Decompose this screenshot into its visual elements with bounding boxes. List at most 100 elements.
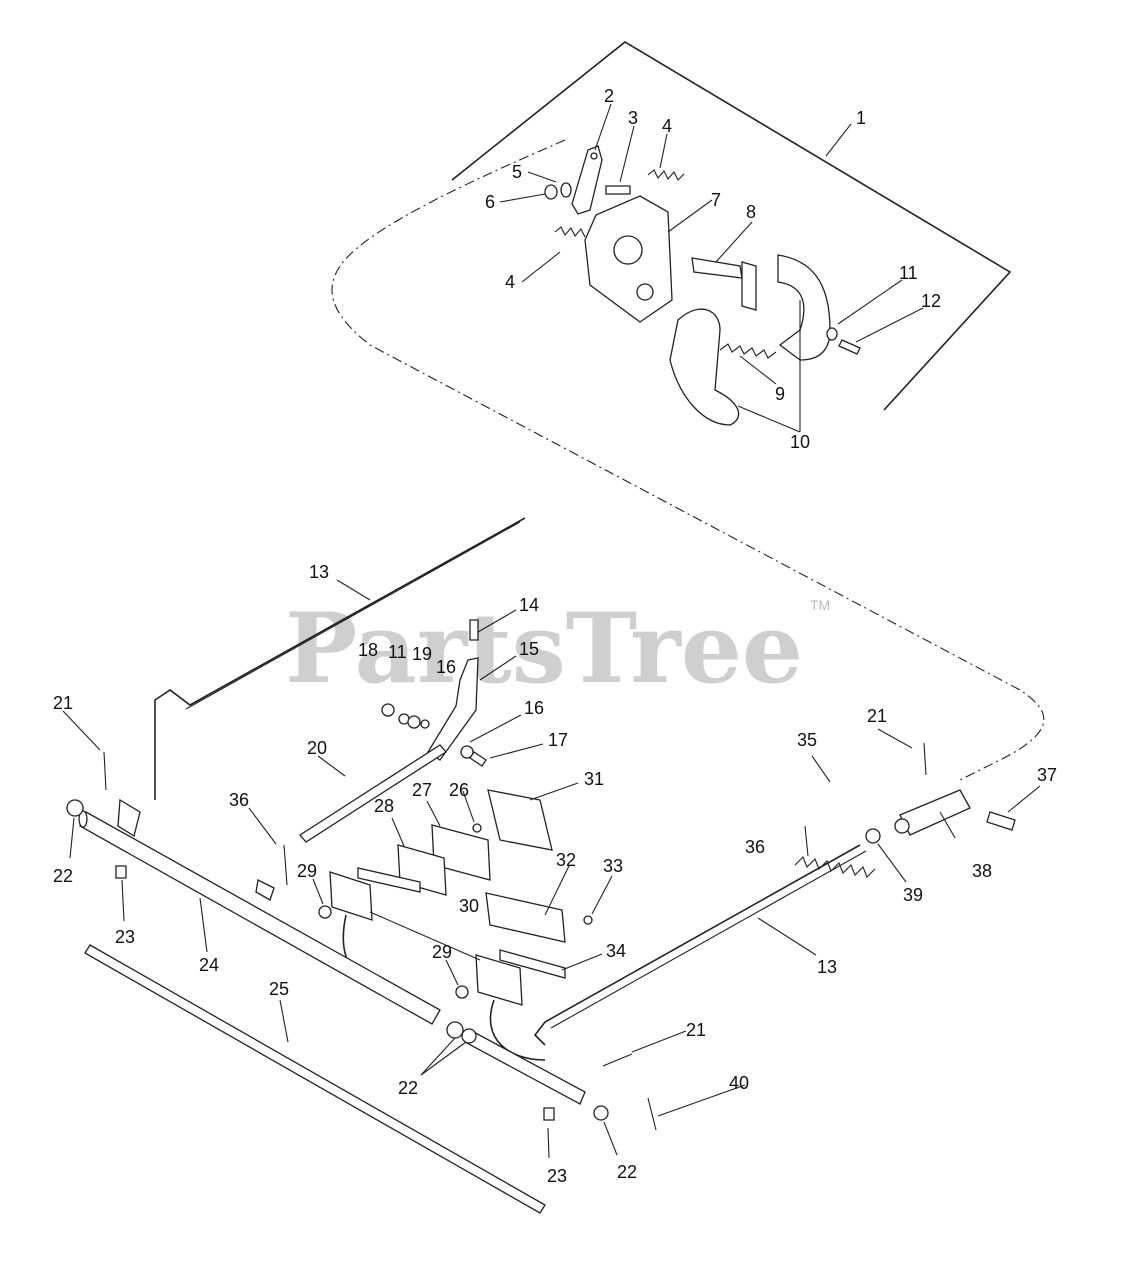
- tube-tab-2: [255, 879, 275, 901]
- pin-36b: [804, 825, 809, 857]
- shoe-spring: [719, 343, 777, 359]
- callout-label: 17: [548, 730, 568, 750]
- nut: [544, 184, 558, 200]
- lever-bolt: [469, 751, 487, 767]
- clevis-pin-37: [986, 811, 1016, 831]
- pin-40: [647, 1097, 657, 1131]
- brake-shoe-right: [777, 254, 831, 361]
- callout-label: 16: [436, 657, 456, 677]
- spring-upper: [647, 169, 685, 181]
- brake-rod-lower: [533, 844, 861, 1046]
- bushing-22c: [461, 1028, 477, 1044]
- callout-label: 33: [603, 856, 623, 876]
- callout-label: 4: [505, 272, 515, 292]
- callout-label: 26: [449, 780, 469, 800]
- callout-label: 24: [199, 955, 219, 975]
- callout-label: 18: [358, 640, 378, 660]
- callout-label: 13: [309, 562, 329, 582]
- return-spring-35: [794, 856, 876, 878]
- tube-tab: [117, 798, 141, 838]
- brake-rod-lower-edge: [550, 850, 867, 1029]
- spring-lower: [554, 226, 586, 238]
- callout-label: 15: [519, 639, 539, 659]
- callout-label: 25: [269, 979, 289, 999]
- callout-label: 1: [856, 108, 866, 128]
- callout-label: 21: [867, 706, 887, 726]
- callout-label: 38: [972, 861, 992, 881]
- pedal-linkage-group: [66, 517, 1016, 1214]
- bushing-22d: [593, 1105, 609, 1121]
- screw-33: [583, 915, 593, 925]
- long-rod-25: [84, 944, 546, 1214]
- callout-label: 34: [606, 941, 626, 961]
- callout-label: 19: [412, 644, 432, 664]
- callout-label: 39: [903, 885, 923, 905]
- bolt: [605, 185, 631, 195]
- linkage-dashed-line: [331, 139, 1045, 781]
- brake-rod-upper: [154, 517, 526, 800]
- callout-label: 20: [307, 738, 327, 758]
- clevis-hole: [894, 818, 910, 834]
- callout-label: 3: [628, 108, 638, 128]
- cross-tube-right: [464, 1029, 586, 1105]
- grease-fitting-23b: [543, 1107, 555, 1121]
- bracket-link: [369, 911, 481, 961]
- leader-lines: [62, 103, 1041, 1159]
- pin-36a: [283, 844, 288, 886]
- lever-washer: [460, 745, 474, 759]
- nut-18: [381, 703, 395, 717]
- callout-label: 29: [297, 861, 317, 881]
- bushing-22a: [66, 799, 84, 817]
- cotter-pin-21b: [923, 742, 927, 776]
- cotter-pin-21a: [103, 751, 107, 791]
- callout-label: 6: [485, 192, 495, 212]
- pad-27: [431, 824, 491, 881]
- pad-32: [485, 892, 566, 943]
- callout-label: 30: [459, 896, 479, 916]
- callout-label: 13: [817, 957, 837, 977]
- pivot-shaft: [299, 744, 447, 843]
- callout-label: 22: [617, 1162, 637, 1182]
- brake-arm: [571, 145, 603, 215]
- callout-label: 28: [374, 796, 394, 816]
- pedal-bracket-30b: [475, 954, 523, 1006]
- pedal-plate: [357, 867, 421, 893]
- callout-label: 7: [711, 190, 721, 210]
- nut-29a: [318, 905, 332, 919]
- brake-bolt: [838, 339, 861, 355]
- callout-label: 22: [398, 1078, 418, 1098]
- callout-label: 12: [921, 291, 941, 311]
- pedal-bracket-30a: [329, 871, 373, 921]
- screw-26: [472, 823, 482, 833]
- callout-label: 2: [604, 86, 614, 106]
- pin: [469, 619, 479, 641]
- watermark: PartsTree: [285, 592, 803, 705]
- callout-label: 9: [775, 384, 785, 404]
- backing-plate-hub: [613, 235, 643, 265]
- callout-label: 31: [584, 769, 604, 789]
- brake-assembly-group: [331, 41, 1045, 781]
- cam-block: [741, 261, 757, 311]
- callout-label: 14: [519, 595, 539, 615]
- callout-label: 27: [412, 780, 432, 800]
- callout-label: 16: [524, 698, 544, 718]
- callout-label: 29: [432, 942, 452, 962]
- callout-label: 21: [686, 1020, 706, 1040]
- callout-label: 5: [512, 162, 522, 182]
- assembly-bracket: [451, 41, 1012, 411]
- callout-label: 23: [115, 927, 135, 947]
- pedal-arm-right: [489, 999, 546, 1061]
- callout-label: 36: [229, 790, 249, 810]
- washer-small: [826, 327, 838, 341]
- backing-plate-knob: [636, 283, 654, 301]
- callout-label: 37: [1037, 765, 1057, 785]
- callout-label: 4: [662, 116, 672, 136]
- callout-label: 10: [790, 432, 810, 452]
- grease-fitting-23a: [115, 865, 127, 879]
- nut-19: [407, 715, 421, 729]
- clevis-38: [899, 789, 971, 836]
- callout-label: 36: [745, 837, 765, 857]
- callout-labels: 1 2 3 4 4 5 6 7 8 9 10 11 12 13 13 14 15…: [53, 86, 1057, 1186]
